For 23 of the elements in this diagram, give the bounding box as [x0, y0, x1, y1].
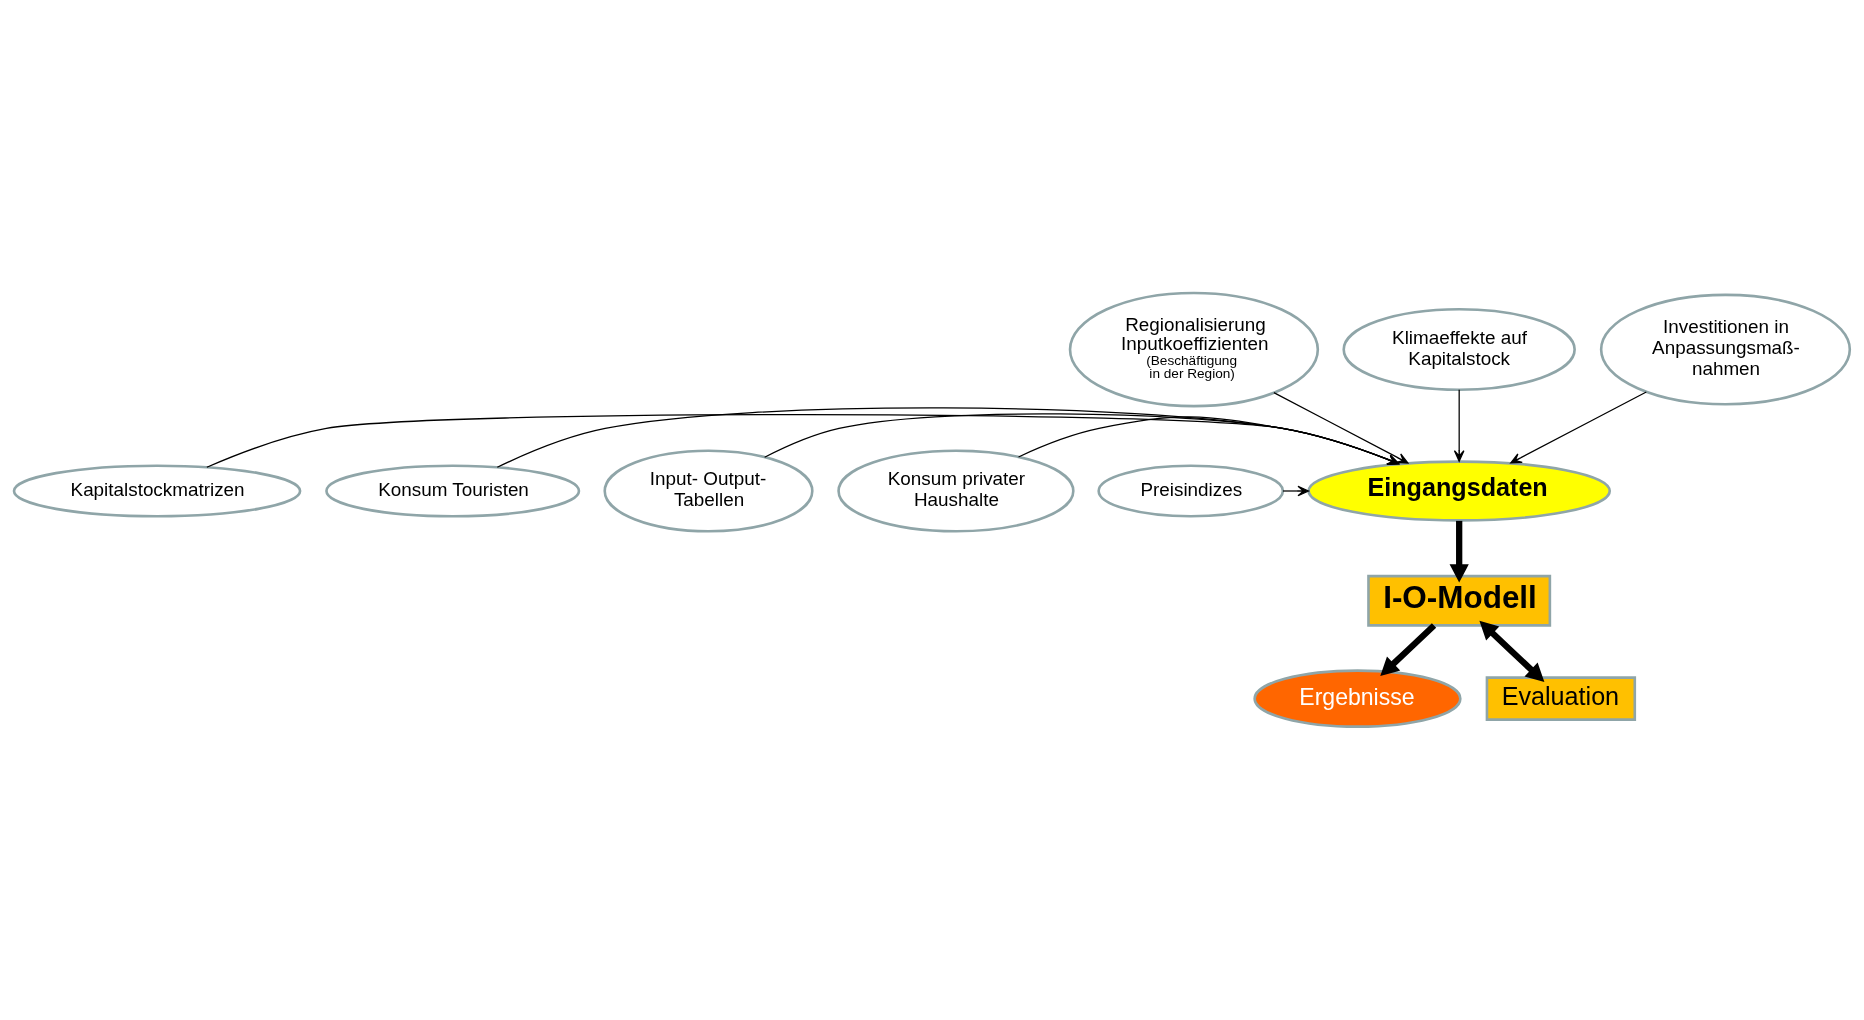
node-ellipse: Investitionen in Anpassungsmaß- nahmen — [1599, 293, 1852, 406]
arrow — [1017, 416, 1400, 465]
node-ellipse: Input- Output- Tabellen — [603, 449, 814, 533]
node-ellipse: Konsum Touristen — [325, 464, 581, 518]
arrow — [1273, 391, 1409, 464]
arrow — [1479, 620, 1545, 683]
node-ellipse: Klimaeffekte auf Kapitalstock — [1342, 308, 1576, 392]
arrow — [1282, 485, 1310, 497]
node-ellipse: Kapitalstockmatrizen — [12, 464, 302, 518]
node-ellipse: Eingangsdaten — [1307, 460, 1612, 522]
node-ellipse: Preisindizes — [1097, 464, 1285, 518]
arrow — [1449, 520, 1469, 583]
node-box: Evaluation — [1485, 676, 1637, 721]
node-ellipse: Ergebnisse — [1253, 669, 1462, 728]
arrow — [764, 413, 1400, 465]
arrow — [1453, 389, 1465, 462]
arrow — [1510, 391, 1647, 464]
arrow — [1380, 623, 1437, 677]
node-ellipse: Konsum privater Haushalte — [837, 449, 1075, 533]
arrow — [496, 407, 1400, 468]
arrow — [206, 414, 1400, 468]
node-ellipse: Regionalisierung Inputkoeffizienten (Beschäftigung in der Region) — [1068, 291, 1320, 408]
node-box: I-O-Modell — [1367, 574, 1552, 627]
